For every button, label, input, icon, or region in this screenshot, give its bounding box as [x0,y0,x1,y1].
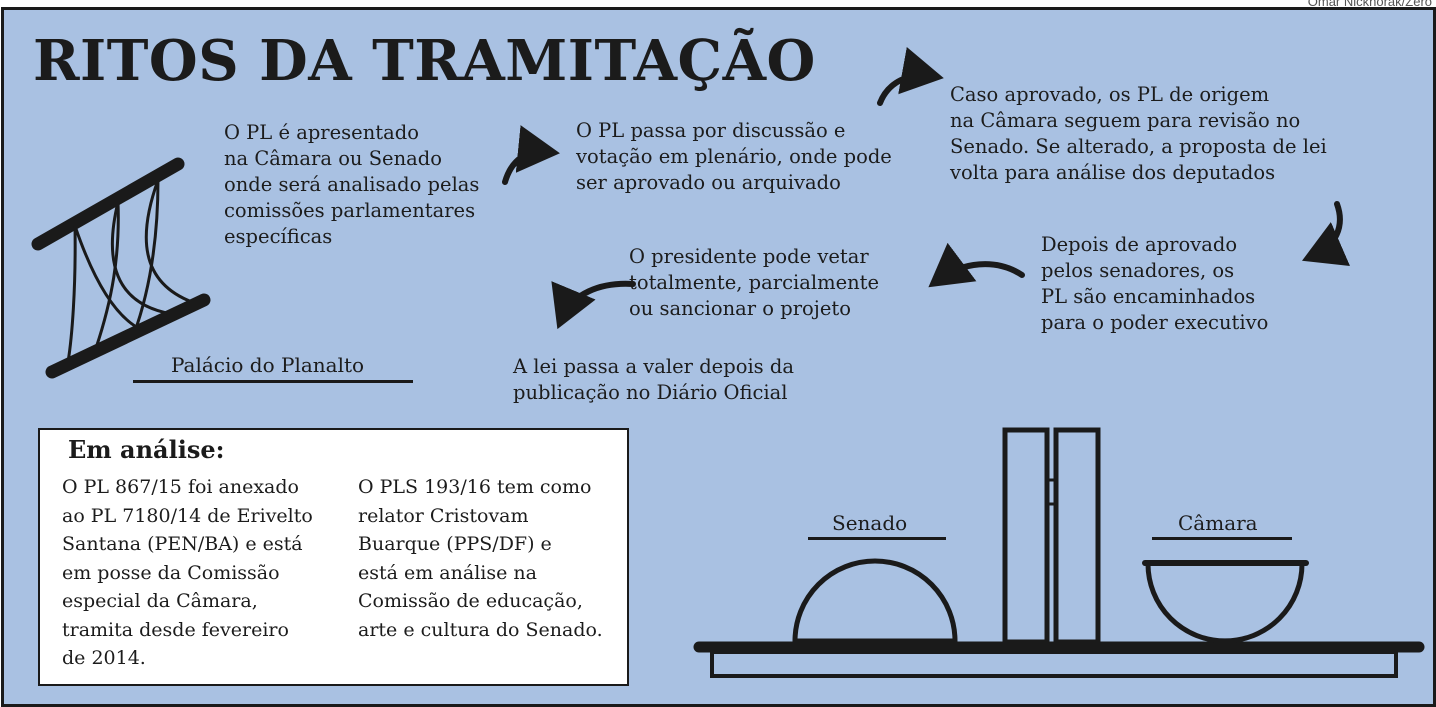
planalto-label: Palácio do Planalto [171,353,365,377]
step-6-text: A lei passa a valer depois da publicação… [513,355,794,404]
analysis-column-2: O PLS 193/16 tem como relator Cristovam … [358,476,603,641]
step-2-text: O PL passa por discussão e votação em pl… [576,119,892,194]
camara-label: Câmara [1178,511,1258,535]
camara-label-underline [1152,537,1292,540]
step-4-text: Depois de aprovado pelos senadores, os P… [1041,233,1269,334]
step-5-text: O presidente pode vetar totalmente, parc… [629,245,880,320]
curved-arrow-icon [551,280,636,330]
curved-arrow-icon [877,47,944,106]
analysis-column-1: O PL 867/15 foi anexado ao PL 7180/14 de… [62,476,313,669]
curved-arrow-icon [502,125,560,185]
photo-credit: Omar Nickhorak/Zero [1307,0,1432,9]
analysis-heading: Em análise: [68,435,225,464]
curved-arrow-icon [1301,201,1351,267]
national-congress-icon [693,427,1425,678]
step-1-text: O PL é apresentado na Câmara ou Senado o… [224,121,480,248]
senado-label: Senado [832,511,908,535]
planalto-palace-icon [31,157,211,379]
curved-arrow-icon [928,242,1025,288]
step-3-text: Caso aprovado, os PL de origem na Câmara… [950,83,1327,184]
planalto-label-underline [133,380,413,383]
senado-label-underline [808,537,946,540]
infographic-title: RITOS DA TRAMITAÇÃO [33,28,816,94]
analysis-box: Em análise: O PL 867/15 foi anexado ao P… [38,428,629,686]
